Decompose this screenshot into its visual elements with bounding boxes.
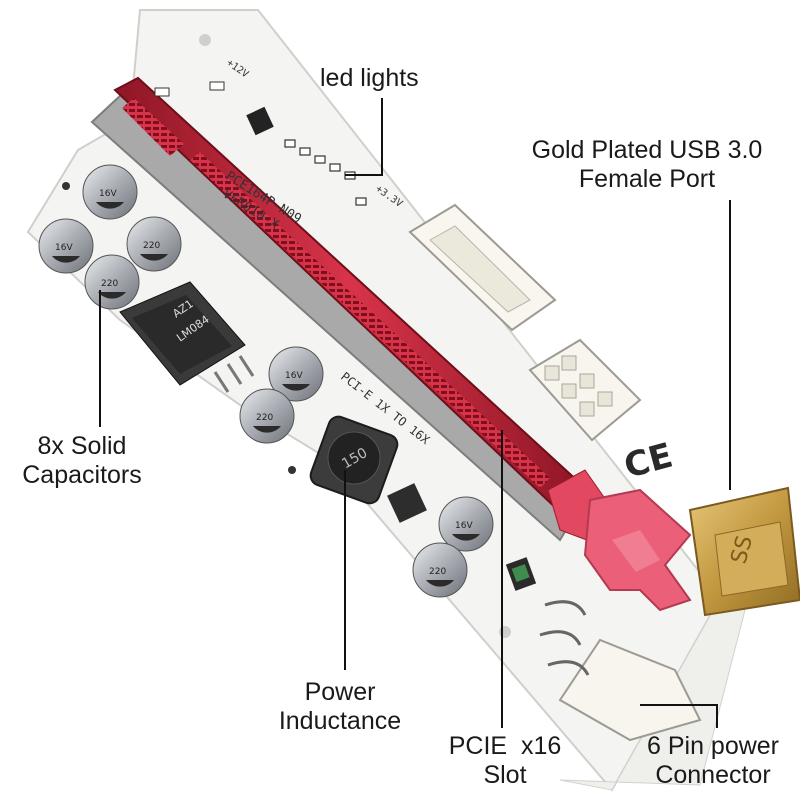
callout-usb-port: Gold Plated USB 3.0 Female Port	[512, 136, 782, 194]
capacitor-label: 220	[143, 241, 160, 251]
callout-pcie-line-2: Slot	[483, 761, 527, 789]
capacitor-label: 220	[256, 413, 273, 423]
capacitor-label: 16V	[455, 521, 473, 531]
status-led	[505, 557, 537, 591]
power-inductor: 150	[309, 415, 399, 505]
callout-power-connector: 6 Pin power Connector	[628, 732, 798, 790]
ce-mark: CE	[620, 436, 677, 487]
usb-3-port: SS	[688, 486, 800, 617]
capacitor-label: 220	[429, 567, 446, 577]
capacitor: 16V	[268, 346, 324, 402]
callout-capacitors-line-1: 8x Solid	[37, 432, 127, 460]
callout-usb-line-1: Gold Plated USB 3.0	[531, 136, 763, 164]
capacitor: 220	[126, 216, 182, 272]
callout-usb-line-2: Female Port	[578, 165, 716, 193]
callout-inductance-line-2: Inductance	[278, 707, 402, 735]
capacitor: 16V	[82, 164, 138, 220]
capacitor: 220	[412, 542, 468, 598]
callout-capacitors: 8x Solid Capacitors	[2, 432, 162, 490]
leader-led	[345, 98, 383, 176]
callout-pcie-line-1: PCIE x16	[448, 732, 562, 760]
six-pin-power-connector	[539, 600, 702, 742]
callout-led-lights: led lights	[320, 64, 419, 93]
capacitor-label: 16V	[99, 189, 117, 199]
controller-chip	[387, 483, 427, 523]
capacitor: 16V	[38, 218, 94, 274]
callout-connector-line-2: Connector	[655, 761, 771, 789]
capacitor-label: 220	[101, 279, 118, 289]
capacitor: 220	[84, 254, 140, 310]
molex-power-connector	[408, 203, 557, 332]
capacitor-label: 16V	[285, 371, 303, 381]
callout-led-lights-text: led lights	[320, 64, 419, 92]
pcie-x16-slot	[90, 76, 621, 546]
voltage-regulator: AZ1 LM084	[119, 281, 255, 393]
six-pin-connector-top	[528, 338, 642, 442]
capacitor-group: 16V 16V 220 220 16V 220	[38, 164, 494, 598]
callout-connector-line-1: 6 Pin power	[646, 732, 780, 760]
slot-latch	[583, 488, 692, 612]
callout-inductance: Power Inductance	[250, 678, 430, 736]
callout-capacitors-line-2: Capacitors	[22, 461, 142, 489]
callout-inductance-line-1: Power	[304, 678, 376, 706]
callout-pcie-slot: PCIE x16 Slot	[430, 732, 580, 790]
capacitor-label: 16V	[55, 243, 73, 253]
leader-lines	[99, 98, 731, 728]
leader-connector	[640, 704, 718, 728]
capacitor: 220	[239, 388, 295, 444]
capacitor: 16V	[438, 496, 494, 552]
